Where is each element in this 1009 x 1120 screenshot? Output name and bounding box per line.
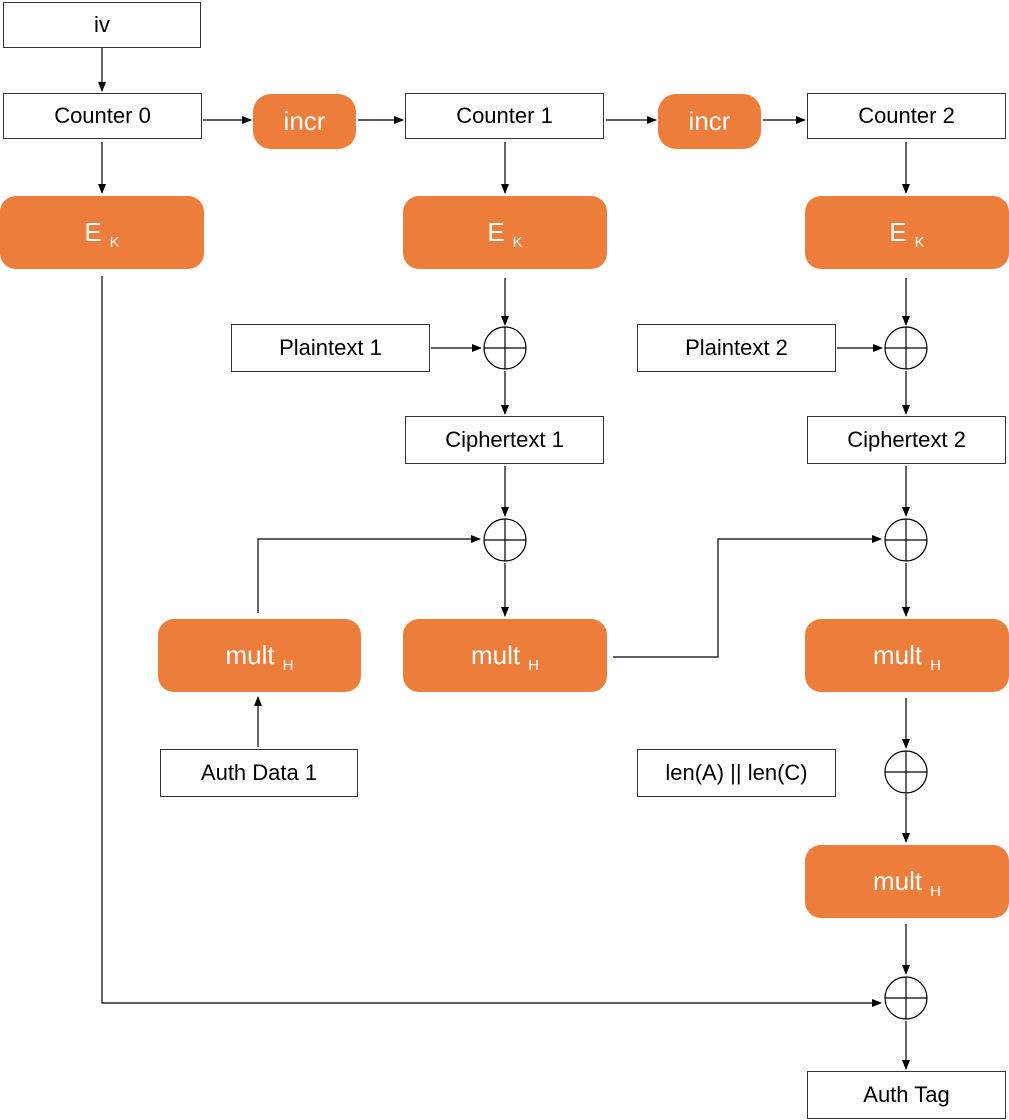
plaintext2-box: Plaintext 2 xyxy=(637,324,836,372)
counter1-label: Counter 1 xyxy=(456,103,553,128)
plaintext2-label: Plaintext 2 xyxy=(685,335,788,360)
mult-label: mult xyxy=(873,640,923,670)
incr-label: incr xyxy=(688,106,731,136)
xor-icon xyxy=(483,518,527,562)
auth-tag-label: Auth Tag xyxy=(863,1082,950,1107)
plaintext1-label: Plaintext 1 xyxy=(279,335,382,360)
arrow-multauth-to-xor3 xyxy=(257,535,481,613)
counter0-label: Counter 0 xyxy=(54,103,151,128)
counter1-box: Counter 1 xyxy=(405,93,604,139)
incr-1: incr xyxy=(253,94,356,149)
incr-label: incr xyxy=(283,106,326,136)
mult-label: mult xyxy=(873,866,923,896)
encrypt-key-subscript: K xyxy=(512,234,523,251)
xor-icon xyxy=(884,518,928,562)
ciphertext1-box: Ciphertext 1 xyxy=(405,416,604,464)
len-label: len(A) || len(C) xyxy=(665,760,808,785)
auth-data1-label: Auth Data 1 xyxy=(200,760,318,785)
ciphertext2-box: Ciphertext 2 xyxy=(807,416,1006,464)
encrypt-key-subscript: K xyxy=(914,234,925,251)
mult-hash-subscript: H xyxy=(282,657,294,674)
len-box: len(A) || len(C) xyxy=(637,749,836,797)
counter0-box: Counter 0 xyxy=(3,93,202,139)
mult-label: mult xyxy=(225,640,275,670)
mult-label: mult xyxy=(471,640,521,670)
mult-hash-subscript: H xyxy=(930,657,941,674)
xor-icon xyxy=(884,976,928,1020)
ciphertext2-label: Ciphertext 2 xyxy=(847,427,966,452)
mult-hash-subscript: H xyxy=(930,883,941,900)
iv-label: iv xyxy=(94,12,110,37)
arrow-ek0-to-xor6 xyxy=(101,276,882,1007)
incr-2: incr xyxy=(658,94,761,149)
xor-icon xyxy=(483,326,527,370)
encrypt-label: E xyxy=(487,217,505,247)
xor-icon xyxy=(884,326,928,370)
counter2-box: Counter 2 xyxy=(807,93,1006,139)
counter2-label: Counter 2 xyxy=(858,103,955,128)
xor-icon xyxy=(884,750,928,794)
plaintext1-box: Plaintext 1 xyxy=(231,324,430,372)
auth-tag-box: Auth Tag xyxy=(807,1071,1006,1119)
encrypt-label: E xyxy=(84,217,102,247)
iv-box: iv xyxy=(3,2,201,48)
arrow-mult1-to-xor4 xyxy=(613,535,882,658)
encrypt-label: E xyxy=(889,217,907,247)
encrypt-key-subscript: K xyxy=(109,234,120,251)
mult-hash-subscript: H xyxy=(528,657,539,674)
auth-data1-box: Auth Data 1 xyxy=(160,749,358,797)
ciphertext1-label: Ciphertext 1 xyxy=(445,427,564,452)
